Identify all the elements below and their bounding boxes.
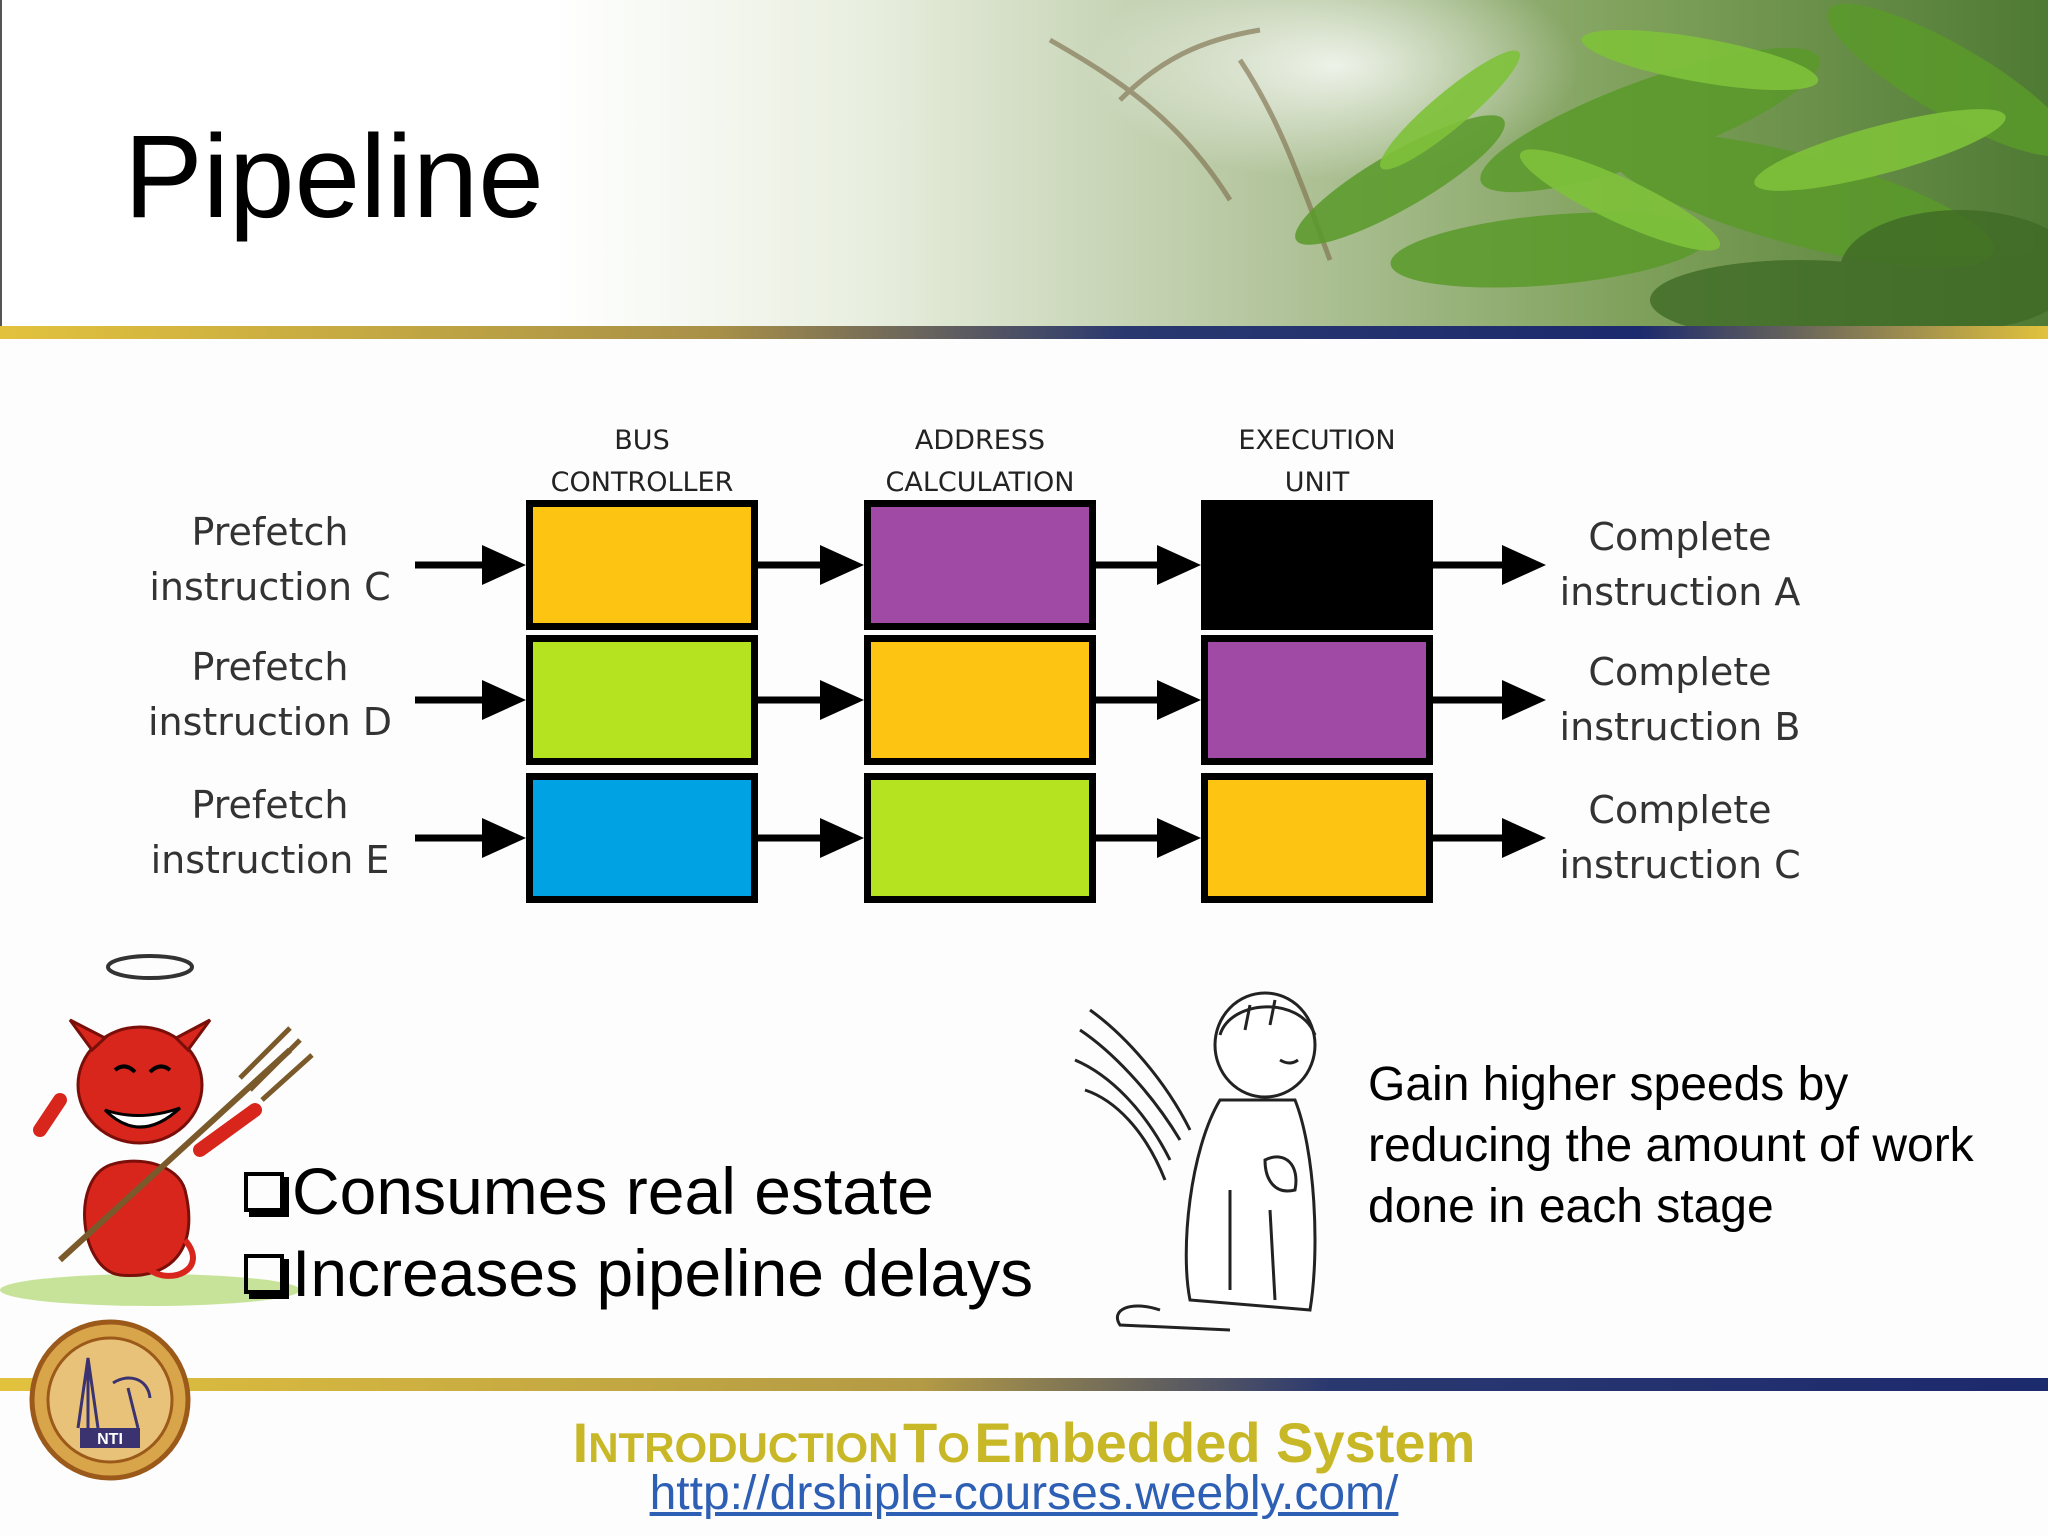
cons-item-text: Consumes real estate bbox=[292, 1154, 934, 1228]
logo-text: NTI bbox=[97, 1431, 123, 1448]
slide-title: Pipeline bbox=[124, 111, 544, 243]
pros-text: Gain higher speeds by reducing the amoun… bbox=[1368, 1054, 1974, 1237]
arrow-head-icon bbox=[820, 545, 864, 585]
stage-box bbox=[526, 500, 758, 630]
stage-header: ADDRESS CALCULATION bbox=[885, 425, 1075, 498]
header-edge bbox=[0, 0, 2, 326]
stage-box bbox=[864, 635, 1096, 765]
course-word-cap: I bbox=[572, 1411, 589, 1474]
arrow-head-icon bbox=[1157, 545, 1201, 585]
stage-box bbox=[864, 500, 1096, 630]
stage-header: BUS CONTROLLER bbox=[550, 425, 734, 498]
pros-line: done in each stage bbox=[1368, 1180, 1774, 1233]
stage-box bbox=[1201, 635, 1433, 765]
stage-box bbox=[526, 773, 758, 903]
cons-item-text: Increases pipeline delays bbox=[292, 1236, 1034, 1310]
header-divider bbox=[0, 326, 2048, 339]
stage-box bbox=[864, 773, 1096, 903]
devil-illustration bbox=[0, 954, 314, 1306]
arrow-head-icon bbox=[1502, 545, 1546, 585]
fern-photo bbox=[0, 0, 2048, 326]
arrow-head-icon bbox=[820, 680, 864, 720]
nti-logo: NTI bbox=[29, 1319, 191, 1481]
arrow-head-icon bbox=[820, 818, 864, 858]
cons-item: Increases pipeline delays bbox=[244, 1232, 1033, 1314]
complete-label: Complete instruction B bbox=[1559, 650, 1801, 749]
arrow-head-icon bbox=[482, 680, 526, 720]
course-title-tail: Embedded System bbox=[974, 1411, 1476, 1474]
complete-label: Complete instruction A bbox=[1559, 515, 1801, 614]
course-url-link[interactable]: http://drshiple-courses.weebly.com/ bbox=[649, 1467, 1399, 1520]
stage-box bbox=[1201, 773, 1433, 903]
pros-line: reducing the amount of work bbox=[1368, 1119, 1974, 1172]
prefetch-label: Prefetch instruction C bbox=[149, 510, 391, 609]
checkbox-bullet-icon bbox=[244, 1172, 284, 1212]
pros-line: Gain higher speeds by bbox=[1368, 1058, 1849, 1111]
footer-divider bbox=[0, 1378, 2048, 1391]
footer-course-title: INTRODUCTION TO Embedded System bbox=[0, 1410, 2048, 1475]
cons-item: Consumes real estate bbox=[244, 1150, 1033, 1232]
cons-list: Consumes real estate Increases pipeline … bbox=[244, 1150, 1033, 1314]
slide-header: Pipeline bbox=[0, 0, 2048, 326]
angel-illustration bbox=[1074, 991, 1317, 1332]
arrow-head-icon bbox=[1157, 818, 1201, 858]
stage-box bbox=[1201, 500, 1433, 630]
complete-label: Complete instruction C bbox=[1559, 788, 1801, 887]
stage-header: EXECUTION UNIT bbox=[1238, 425, 1396, 498]
checkbox-bullet-icon bbox=[244, 1254, 284, 1294]
pipeline-diagram: BUS CONTROLLER ADDRESS CALCULATION EXECUTI… bbox=[0, 340, 2048, 920]
arrow-head-icon bbox=[1502, 818, 1546, 858]
arrow-head-icon bbox=[1157, 680, 1201, 720]
arrow-head-icon bbox=[482, 545, 526, 585]
arrow-head-icon bbox=[1502, 680, 1546, 720]
stage-box bbox=[526, 635, 758, 765]
course-word-rest: O bbox=[937, 1424, 970, 1471]
prefetch-label: Prefetch instruction E bbox=[150, 783, 390, 882]
course-word-cap: T bbox=[902, 1411, 938, 1474]
arrow-head-icon bbox=[482, 818, 526, 858]
course-word-rest: NTRODUCTION bbox=[588, 1424, 899, 1471]
prefetch-label: Prefetch instruction D bbox=[147, 645, 393, 744]
pipeline-arrows bbox=[415, 545, 1546, 858]
